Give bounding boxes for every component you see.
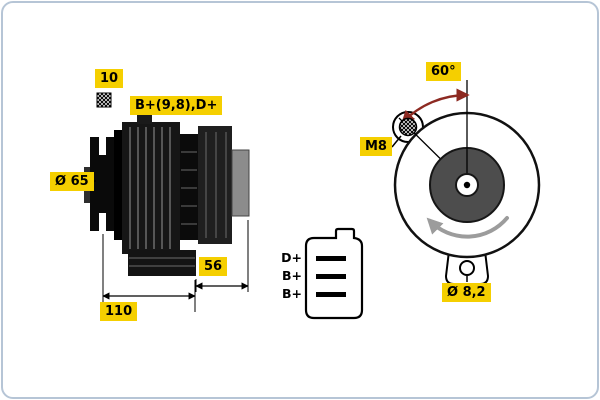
m8-threaded-hole-hatch	[398, 117, 418, 137]
terminal-blade-bplus-1	[316, 274, 346, 279]
mounting-hole	[459, 260, 475, 276]
alternator-side-view	[84, 92, 250, 312]
mounting-foot	[128, 250, 196, 276]
dimension-56	[195, 220, 249, 292]
connector-pin-label: D+	[281, 250, 302, 265]
rear-housing-slits	[205, 132, 227, 238]
alternator-end-view	[391, 80, 541, 285]
terminal-blade-bplus-2	[316, 292, 346, 297]
label-pulley-diameter: Ø 65	[50, 172, 94, 191]
plug-connector	[304, 227, 364, 320]
connector-pin-label: B+	[281, 286, 302, 301]
label-dim-110: 110	[100, 302, 138, 321]
mounting-foot-stripes	[129, 257, 195, 267]
plug-connector-outline	[304, 227, 364, 320]
cooling-fins	[129, 127, 171, 249]
label-dim-56: 56	[199, 257, 228, 276]
label-thread-m8: M8	[360, 137, 392, 156]
stator-stripes	[181, 151, 197, 225]
label-terminals: B+(9,8),D+	[130, 96, 223, 115]
terminal-stud	[137, 112, 152, 124]
label-key-width: 10	[95, 69, 124, 88]
angle-arc-arrow	[401, 88, 470, 124]
connector-pin-label: B+	[281, 268, 302, 283]
regulator-cover	[231, 149, 250, 217]
label-hole-diameter: Ø 8,2	[442, 283, 491, 302]
terminal-blade-dplus	[316, 256, 346, 261]
pulley	[90, 137, 115, 231]
dimension-110	[102, 234, 196, 312]
label-angle-60: 60°	[426, 62, 461, 81]
front-housing	[122, 122, 180, 254]
fan-disc	[114, 130, 123, 240]
shaft-center-dot	[463, 181, 471, 189]
rear-housing	[198, 126, 232, 244]
stator-laminations	[180, 134, 198, 240]
m8-leader-line	[391, 135, 402, 148]
rotation-direction-arrow	[426, 216, 509, 239]
key-section-hatch	[96, 92, 112, 108]
